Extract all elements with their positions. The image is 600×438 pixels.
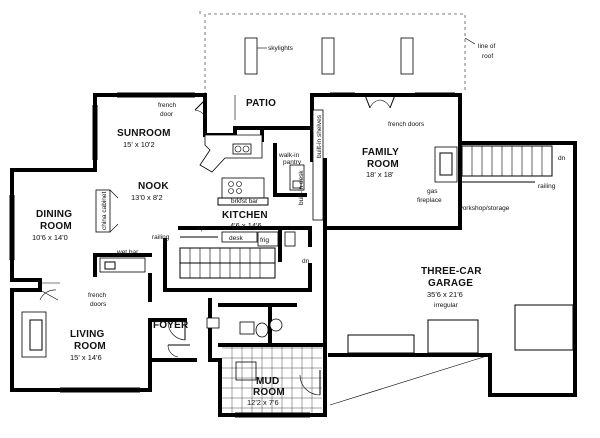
french-door-label-2: door [160, 111, 174, 118]
frig-label: frig [260, 237, 269, 244]
china-cabinet-label: china cabinet [101, 192, 108, 230]
french-doors-family-label: french doors [388, 121, 425, 128]
up-label: up [197, 225, 205, 232]
family-room-label-2: ROOM [367, 159, 399, 170]
french-doors-living-label-2: doors [90, 301, 107, 308]
dining-room-label-2: ROOM [40, 221, 72, 232]
family-room-label: FAMILY [362, 147, 399, 158]
railing-garage-label: railing [538, 183, 556, 190]
railing-stair-label: railing [152, 234, 170, 241]
built-in-shelves-label: built-in shelves [316, 114, 323, 158]
built-in-desk-label: built-in desk [298, 170, 305, 205]
workshop-label: workshop/storage [457, 205, 510, 212]
powder-room-fixtures [206, 317, 283, 381]
doors [39, 94, 396, 396]
kitchen-island [217, 177, 269, 206]
dining-room-dim: 10'6 x 14'0 [32, 233, 68, 242]
line-of-roof-label: line of [478, 43, 496, 50]
dn-garage-label: dn [558, 155, 566, 162]
walk-in-pantry-label-2: pantry [283, 159, 302, 166]
built-in-shelves [312, 109, 324, 221]
living-room-dim: 15' x 14'6 [70, 353, 102, 362]
main-staircase [179, 236, 276, 279]
china-cabinet [95, 189, 119, 233]
kitchen-dim: 4'6 x 14'6 [230, 221, 262, 230]
kitchen-counters [199, 134, 263, 173]
garage-dim: 35'6 x 21'6 [427, 290, 463, 299]
walls [10, 93, 577, 417]
mud-room-tile [222, 347, 322, 413]
wet-bar [99, 257, 146, 273]
nook-dim: 13'0 x 8'2 [131, 193, 163, 202]
sunroom-label: SUNROOM [117, 128, 171, 139]
garage-label-2: GARAGE [428, 278, 473, 289]
living-room-label: LIVING [70, 329, 105, 340]
kitchen-label: KITCHEN [222, 210, 268, 221]
windows [9, 92, 455, 418]
gas-fireplace-label: gas [427, 188, 438, 195]
pantry-shelves [289, 164, 305, 191]
dining-room-label: DINING [36, 209, 72, 220]
walk-in-pantry-label: walk-in [278, 152, 300, 159]
line-of-roof-label-2: roof [482, 53, 493, 60]
desk-frig-row [221, 231, 296, 247]
fireplace [434, 146, 458, 183]
sunroom-dim: 15' x 10'2 [123, 140, 155, 149]
living-fireplace [21, 311, 47, 358]
mud-room-label: MUD [256, 376, 279, 387]
french-door-label: french [158, 102, 176, 109]
foyer-label: FOYER [153, 320, 189, 331]
french-doors-living-label: french [88, 292, 106, 299]
nook-label: NOOK [138, 181, 169, 192]
dn-stair-label: dn [302, 258, 310, 265]
patio-label: PATIO [246, 98, 276, 109]
living-room-label-2: ROOM [74, 341, 106, 352]
family-room-dim: 18' x 18' [366, 170, 394, 179]
brkfst-bar-label: brkfst bar [231, 198, 259, 205]
garage-stairs [461, 145, 553, 183]
desk-label: desk [229, 235, 243, 242]
mud-room-dim: 12'2 x 7'6 [247, 398, 279, 407]
wet-bar-label: wet bar [116, 249, 139, 256]
garage-doors [329, 304, 574, 406]
mud-room-label-2: ROOM [253, 387, 285, 398]
gas-fireplace-label-2: fireplace [417, 197, 442, 204]
garage-label: THREE-CAR [421, 266, 482, 277]
skylights-label: skylights [268, 45, 294, 52]
skylights [244, 37, 414, 75]
garage-note: irregular [434, 302, 459, 309]
